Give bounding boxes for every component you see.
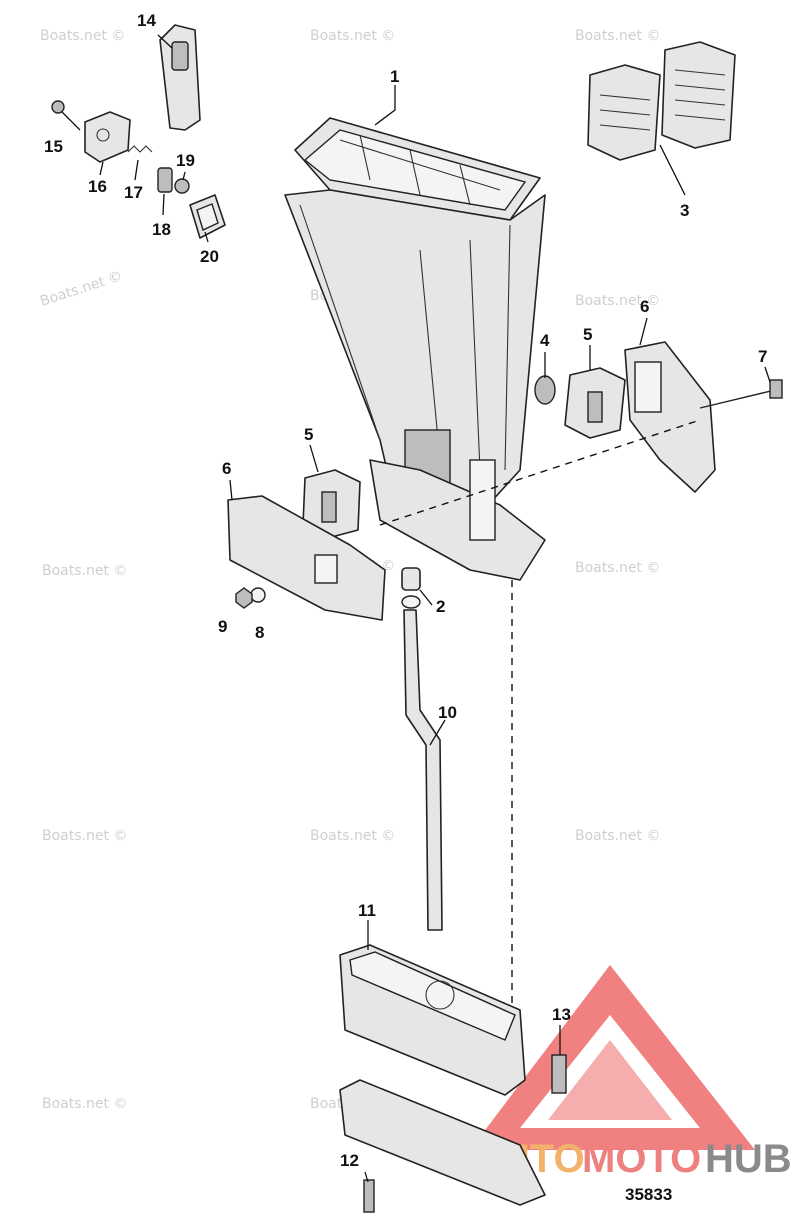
- callout-1: 1: [390, 67, 399, 86]
- watermark: Boats.net ©: [575, 28, 660, 44]
- driveshaft-housing-part: [284, 117, 546, 581]
- part-15-screw: [51, 100, 81, 131]
- callout-18: 18: [152, 220, 171, 239]
- watermark: Boats.net ©: [310, 28, 395, 44]
- watermark: Boats.net ©: [310, 828, 395, 844]
- callout-16: 16: [88, 177, 107, 196]
- callout-7: 7: [758, 347, 767, 366]
- part-19-nut: [174, 178, 190, 194]
- callout-3: 3: [680, 201, 689, 220]
- callout-19: 19: [176, 151, 195, 170]
- part-8-washer: [250, 587, 266, 603]
- watermark: Boats.net ©: [42, 828, 127, 844]
- callout-11: 11: [358, 901, 376, 920]
- part-6-bracket-left: [227, 495, 386, 621]
- part-5-mount-right: [564, 367, 626, 439]
- logo-text-moto: MOTO: [582, 1137, 701, 1181]
- callout-6-right: 6: [640, 297, 649, 316]
- callout-13: 13: [552, 1005, 571, 1024]
- part-14-cover: [159, 24, 201, 131]
- callout-2: 2: [436, 597, 445, 616]
- part-9-nut: [235, 587, 253, 609]
- part-4-washer: [534, 375, 556, 405]
- watermark: Boats.net ©: [38, 268, 124, 310]
- part-16-block: [84, 111, 131, 163]
- watermark: Boats.net ©: [575, 560, 660, 576]
- callout-labels: 1 2 3 4 5 5 6 6 7 8 9 10 11 12 13 14 15 …: [44, 11, 767, 1170]
- callout-5-left: 5: [304, 425, 313, 444]
- callout-20: 20: [200, 247, 219, 266]
- part-11-spacer-housing: [339, 944, 526, 1096]
- watermark: Boats.net ©: [575, 293, 660, 309]
- part-18-fitting: [157, 167, 173, 193]
- watermark: Boats.net ©: [40, 28, 125, 44]
- part-12-base-plate: [339, 1079, 546, 1213]
- callout-17: 17: [124, 183, 143, 202]
- part-10-water-tube: [403, 609, 443, 931]
- part-13-bolt: [551, 1054, 567, 1094]
- watermark: Boats.net ©: [42, 563, 127, 579]
- part-2-bushing: [401, 567, 421, 609]
- callout-15: 15: [44, 137, 63, 156]
- leader-lines: [99, 34, 771, 1183]
- callout-8: 8: [255, 623, 264, 642]
- callout-9: 9: [218, 617, 227, 636]
- callout-6-left: 6: [222, 459, 231, 478]
- part-3-covers: [587, 41, 736, 161]
- part-7-bolt: [699, 379, 783, 409]
- logo-text-hub: HUB: [705, 1137, 792, 1181]
- callout-12: 12: [340, 1151, 359, 1170]
- logo-triangle-accent: [548, 1040, 672, 1120]
- part-6-bracket-right: [624, 341, 716, 493]
- watermark: Boats.net ©: [575, 828, 660, 844]
- callout-4: 4: [540, 331, 550, 350]
- callout-10: 10: [438, 703, 457, 722]
- callout-14: 14: [137, 11, 156, 30]
- guide-lines: [379, 419, 701, 1060]
- watermark: Boats.net ©: [42, 1096, 127, 1112]
- part-20-plate: [189, 194, 226, 239]
- callout-5-right: 5: [583, 325, 592, 344]
- part-17-spring: [127, 145, 153, 153]
- reference-number: 35833: [625, 1185, 672, 1204]
